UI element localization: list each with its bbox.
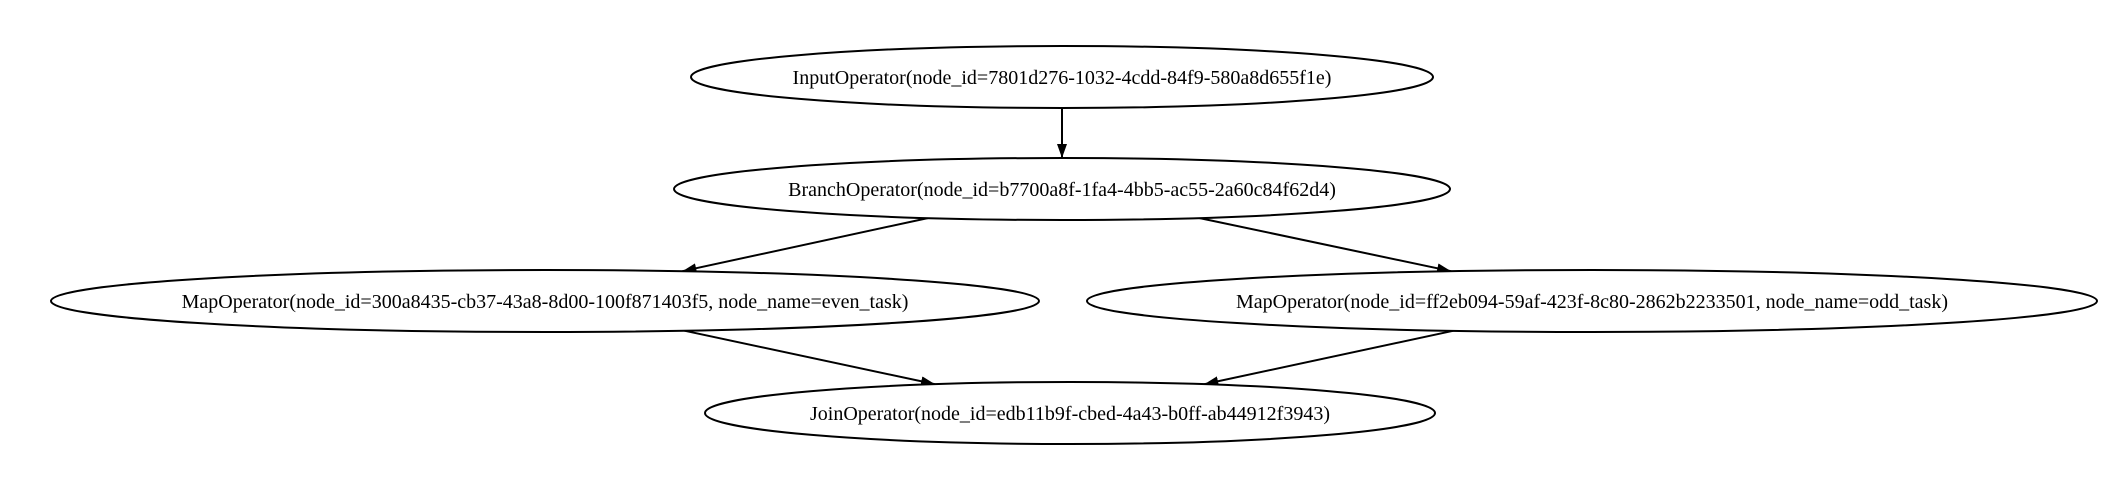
graph-node-branch_operator: BranchOperator(node_id=b7700a8f-1fa4-4bb…	[673, 157, 1451, 221]
edge-branch_operator-to-map_operator_even	[682, 217, 928, 274]
graph-node-map_operator_even: MapOperator(node_id=300a8435-cb37-43a8-8…	[50, 269, 1040, 333]
node-label-map_operator_odd: MapOperator(node_id=ff2eb094-59af-423f-8…	[1236, 291, 1948, 313]
graph-node-map_operator_odd: MapOperator(node_id=ff2eb094-59af-423f-8…	[1086, 269, 2098, 333]
node-ellipse-branch_operator	[673, 157, 1451, 221]
node-label-map_operator_even: MapOperator(node_id=300a8435-cb37-43a8-8…	[182, 291, 909, 313]
node-label-branch_operator: BranchOperator(node_id=b7700a8f-1fa4-4bb…	[788, 179, 1336, 201]
graph-node-input_operator: InputOperator(node_id=7801d276-1032-4cdd…	[690, 45, 1434, 109]
graph-node-join_operator: JoinOperator(node_id=edb11b9f-cbed-4a43-…	[704, 381, 1436, 445]
edge-branch_operator-to-map_operator_odd	[1198, 217, 1452, 274]
edge-map_operator_even-to-join_operator	[684, 329, 936, 387]
node-label-join_operator: JoinOperator(node_id=edb11b9f-cbed-4a43-…	[810, 403, 1330, 425]
node-ellipse-map_operator_even	[50, 269, 1040, 333]
node-ellipse-map_operator_odd	[1086, 269, 2098, 333]
node-ellipse-input_operator	[690, 45, 1434, 109]
node-ellipse-join_operator	[704, 381, 1436, 445]
edge-map_operator_odd-to-join_operator	[1204, 329, 1454, 387]
node-label-input_operator: InputOperator(node_id=7801d276-1032-4cdd…	[793, 67, 1332, 89]
